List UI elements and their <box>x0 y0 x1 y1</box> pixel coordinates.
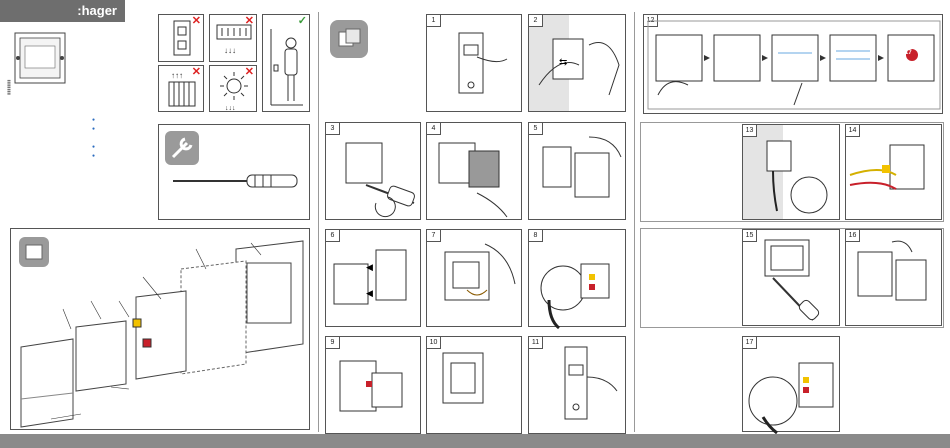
bad-mark-4: ✕ <box>245 67 254 78</box>
brand-logo: :hager <box>77 3 117 18</box>
step-2-panel: 2 ⇆ <box>528 14 626 112</box>
placement-radiator: ↑↑↑ ✕ <box>158 65 204 112</box>
svg-text:↓↓↓: ↓↓↓ <box>225 105 236 112</box>
module-icon <box>330 20 370 60</box>
step-8-panel: 8 <box>528 229 626 327</box>
ok-mark: ✓ <box>298 16 307 27</box>
step-16-panel: 16 <box>845 229 942 326</box>
step-4-panel: 4 <box>426 122 522 220</box>
page-divider-1 <box>318 12 319 432</box>
brand-tab: :hager <box>0 0 125 22</box>
bad-mark-2: ✕ <box>245 16 254 27</box>
step-14-panel: 14 <box>845 124 942 220</box>
step-7-panel: 7 <box>426 229 522 327</box>
bad-mark-3: ✕ <box>192 67 201 78</box>
placement-person: ✓ <box>262 14 310 112</box>
step-9-panel: 9 <box>325 336 421 434</box>
exploded-view-panel <box>10 228 310 430</box>
lang-marker-4: ● <box>92 153 95 159</box>
step-5-panel: 5 <box>528 122 626 220</box>
display-value: 17 <box>905 50 912 56</box>
step-3-panel: 3 <box>325 122 421 220</box>
step-17-panel: 17 <box>742 336 840 432</box>
svg-text:↓↓↓: ↓↓↓ <box>224 46 236 55</box>
lang-marker-3: ● <box>92 144 95 150</box>
side-caption: ▮▮▮▮▮▮▮ <box>6 80 11 95</box>
bad-mark-1: ✕ <box>192 16 201 27</box>
step-11-panel: 11 <box>528 336 626 434</box>
lang-marker-1: ● <box>92 117 95 123</box>
svg-text:◀: ◀ <box>366 262 373 272</box>
product-sketch <box>10 28 70 88</box>
step-6-panel: 6 ◀◀ <box>325 229 421 327</box>
svg-text:↑↑↑: ↑↑↑ <box>171 71 183 80</box>
svg-text:◀: ◀ <box>366 288 373 298</box>
placement-heater-top: ↓↓↓ ✕ <box>209 14 257 62</box>
placement-wall-box: ✕ <box>158 14 204 62</box>
lang-marker-2: ● <box>92 126 95 132</box>
page-divider-2 <box>634 12 635 432</box>
step-12-panel: 12 17 <box>643 14 943 114</box>
screwdriver-icon <box>173 175 297 187</box>
step-15-panel: 15 <box>742 229 840 326</box>
step-1-panel: 1 <box>426 14 522 112</box>
footer-bar <box>0 434 950 448</box>
step-10-panel: 10 <box>426 336 522 434</box>
step-13-panel: 13 <box>742 124 840 220</box>
tools-panel <box>158 124 310 220</box>
svg-text:⇆: ⇆ <box>559 57 567 68</box>
placement-sun: ↓↓↓ ✕ <box>209 65 257 112</box>
